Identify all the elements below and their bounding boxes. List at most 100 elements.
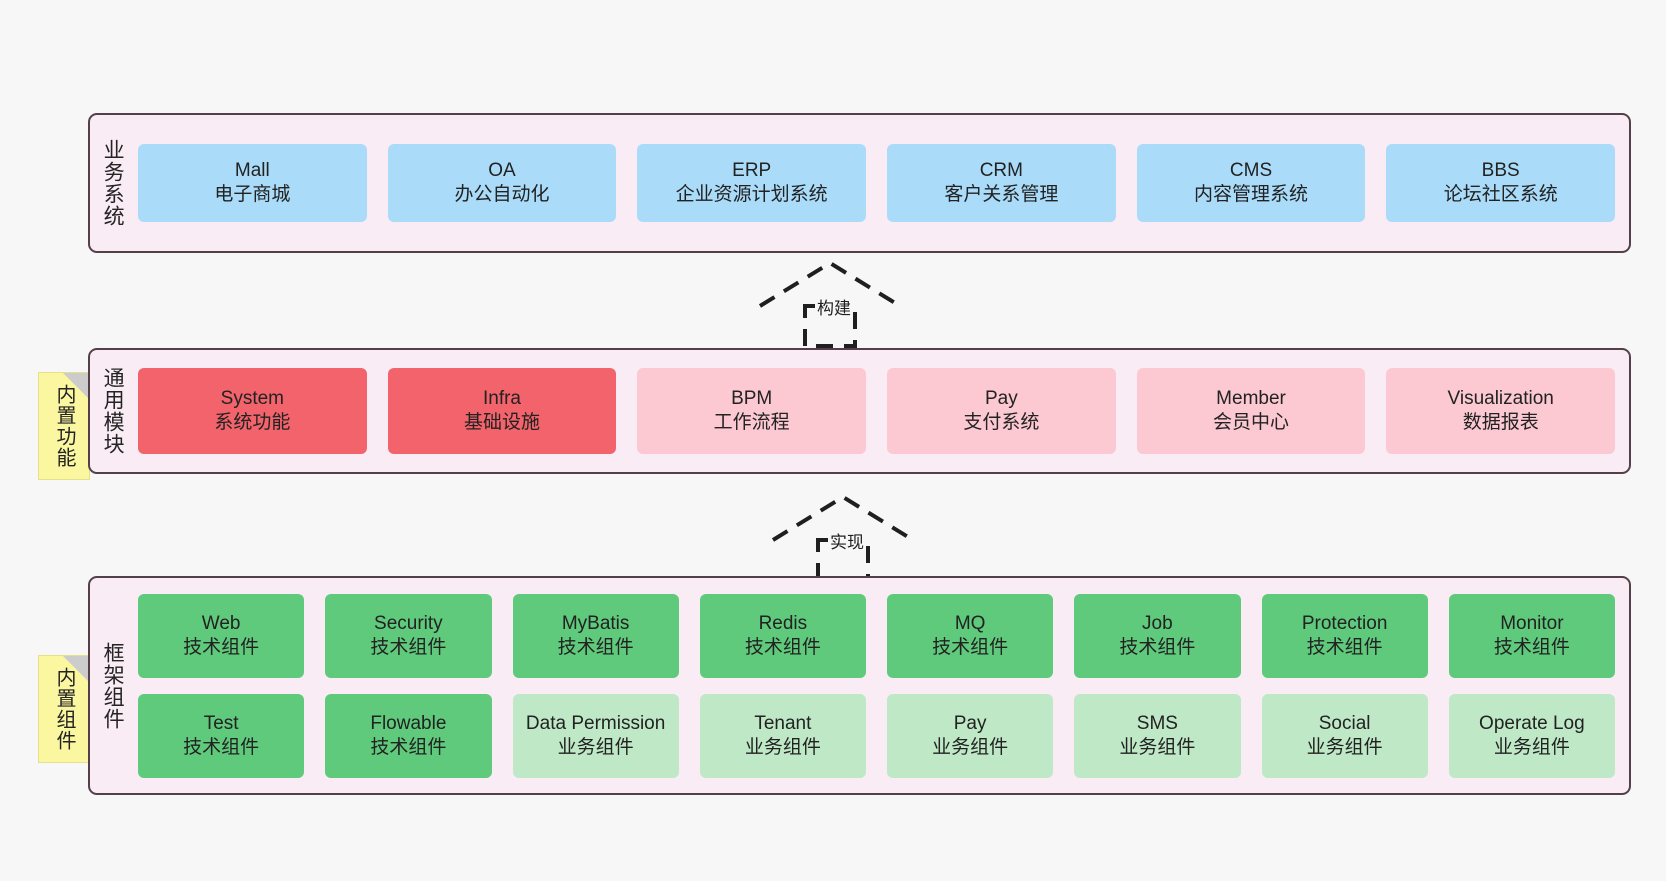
note-builtin-features: 内置功能: [38, 372, 90, 480]
card-sms-title: SMS: [1136, 712, 1178, 734]
card-flowable[interactable]: Flowable 技术组件: [325, 693, 492, 778]
card-social[interactable]: Social 业务组件: [1261, 693, 1428, 778]
card-tenant-subtitle: 业务组件: [744, 736, 821, 758]
card-social-title: Social: [1318, 712, 1371, 734]
card-security-title: Security: [374, 612, 443, 634]
card-visualization-title: Visualization: [1447, 388, 1554, 410]
card-sms-subtitle: 业务组件: [1119, 736, 1196, 758]
card-system[interactable]: System 系统功能: [138, 368, 367, 454]
card-bbs-title: BBS: [1481, 160, 1520, 182]
card-mq-subtitle: 技术组件: [932, 636, 1009, 658]
card-pay-component[interactable]: Pay 业务组件: [887, 693, 1054, 778]
card-erp-subtitle: 企业资源计划系统: [675, 184, 828, 205]
framework-tech-row: Web 技术组件 Security 技术组件 MyBatis 技术组件 Redi…: [138, 593, 1615, 678]
common-modules-row: System 系统功能 Infra 基础设施 BPM 工作流程 Pay 支付系统…: [138, 368, 1616, 454]
card-web-title: Web: [201, 612, 241, 634]
card-web-subtitle: 技术组件: [183, 636, 260, 658]
panel-business-systems: 业务系统 Mall 电子商城 OA 办公自动化 ERP 企业资源计划系统 CRM…: [88, 113, 1631, 253]
card-bbs-subtitle: 论坛社区系统: [1443, 184, 1558, 205]
card-oa[interactable]: OA 办公自动化: [387, 144, 617, 222]
panel-title-business-systems: 业务系统: [101, 139, 125, 227]
business-systems-row: Mall 电子商城 OA 办公自动化 ERP 企业资源计划系统 CRM 客户关系…: [138, 144, 1616, 222]
card-redis-title: Redis: [758, 612, 808, 634]
card-tenant[interactable]: Tenant 业务组件: [699, 693, 866, 778]
card-pay-module-title: Pay: [984, 388, 1018, 410]
card-cms-title: CMS: [1229, 160, 1273, 182]
arrow-implement-label: 实现: [828, 528, 866, 553]
card-mall-title: Mall: [234, 160, 270, 182]
card-monitor-title: Monitor: [1500, 612, 1564, 634]
card-bpm-title: BPM: [731, 388, 773, 410]
card-job-subtitle: 技术组件: [1119, 636, 1196, 658]
card-redis-subtitle: 技术组件: [744, 636, 821, 658]
card-erp[interactable]: ERP 企业资源计划系统: [637, 144, 867, 222]
card-bpm[interactable]: BPM 工作流程: [637, 368, 867, 454]
card-sms[interactable]: SMS 业务组件: [1074, 693, 1241, 778]
card-member-subtitle: 会员中心: [1213, 412, 1290, 433]
card-crm-subtitle: 客户关系管理: [944, 184, 1059, 205]
panel-body-common-modules: System 系统功能 Infra 基础设施 BPM 工作流程 Pay 支付系统…: [134, 350, 1629, 472]
panel-title-common-modules: 通用模块: [101, 367, 125, 455]
note-fold-corner-icon: [63, 656, 89, 682]
card-cms[interactable]: CMS 内容管理系统: [1136, 144, 1366, 222]
card-mybatis[interactable]: MyBatis 技术组件: [512, 593, 679, 678]
card-security-subtitle: 技术组件: [370, 636, 447, 658]
card-operate-log-subtitle: 业务组件: [1493, 736, 1570, 758]
card-test[interactable]: Test 技术组件: [138, 693, 305, 778]
card-protection-title: Protection: [1301, 612, 1388, 634]
card-monitor-subtitle: 技术组件: [1493, 636, 1570, 658]
panel-framework-components: 框架组件 Web 技术组件 Security 技术组件 MyBatis 技术组件…: [88, 576, 1631, 795]
card-flowable-title: Flowable: [370, 712, 447, 734]
note-builtin-features-label: 内置功能: [53, 384, 75, 468]
card-pay-component-subtitle: 业务组件: [932, 736, 1009, 758]
card-mall-subtitle: 电子商城: [214, 184, 291, 205]
card-pay-module-subtitle: 支付系统: [963, 412, 1040, 433]
card-oa-subtitle: 办公自动化: [454, 184, 550, 205]
card-data-permission-title: Data Permission: [525, 712, 666, 734]
card-erp-title: ERP: [732, 160, 772, 182]
card-mq[interactable]: MQ 技术组件: [887, 593, 1054, 678]
card-visualization-subtitle: 数据报表: [1462, 412, 1539, 433]
card-pay-module[interactable]: Pay 支付系统: [887, 368, 1116, 454]
card-redis[interactable]: Redis 技术组件: [699, 593, 866, 678]
card-system-subtitle: 系统功能: [214, 412, 291, 433]
card-data-permission[interactable]: Data Permission 业务组件: [512, 693, 679, 778]
arrow-build-label: 构建: [815, 294, 853, 319]
card-mall[interactable]: Mall 电子商城: [138, 144, 367, 222]
card-member-title: Member: [1216, 388, 1286, 410]
card-pay-component-title: Pay: [953, 712, 987, 734]
card-mybatis-subtitle: 技术组件: [557, 636, 634, 658]
card-monitor[interactable]: Monitor 技术组件: [1448, 593, 1615, 678]
card-job-title: Job: [1142, 612, 1173, 634]
card-cms-subtitle: 内容管理系统: [1194, 184, 1309, 205]
note-fold-corner-icon: [63, 373, 89, 399]
card-job[interactable]: Job 技术组件: [1074, 593, 1241, 678]
card-operate-log-title: Operate Log: [1479, 712, 1585, 734]
card-crm-title: CRM: [979, 160, 1023, 182]
panel-common-modules: 通用模块 System 系统功能 Infra 基础设施 BPM 工作流程 Pay…: [88, 348, 1631, 474]
card-security[interactable]: Security 技术组件: [325, 593, 492, 678]
card-member[interactable]: Member 会员中心: [1136, 368, 1366, 454]
card-visualization[interactable]: Visualization 数据报表: [1386, 368, 1616, 454]
card-protection[interactable]: Protection 技术组件: [1261, 593, 1428, 678]
card-test-subtitle: 技术组件: [183, 736, 260, 758]
card-data-permission-subtitle: 业务组件: [557, 736, 634, 758]
card-bbs[interactable]: BBS 论坛社区系统: [1386, 144, 1616, 222]
card-tenant-title: Tenant: [754, 712, 812, 734]
card-system-title: System: [220, 388, 285, 410]
note-builtin-components-label: 内置组件: [53, 667, 75, 751]
card-mybatis-title: MyBatis: [561, 612, 630, 634]
card-crm[interactable]: CRM 客户关系管理: [887, 144, 1116, 222]
note-builtin-components: 内置组件: [38, 655, 90, 763]
card-web[interactable]: Web 技术组件: [138, 593, 305, 678]
card-protection-subtitle: 技术组件: [1306, 636, 1383, 658]
card-bpm-subtitle: 工作流程: [713, 412, 790, 433]
framework-business-row: Test 技术组件 Flowable 技术组件 Data Permission …: [138, 693, 1615, 778]
card-mq-title: MQ: [954, 612, 986, 634]
card-infra-subtitle: 基础设施: [464, 412, 541, 433]
panel-title-framework-components: 框架组件: [101, 641, 125, 730]
card-infra[interactable]: Infra 基础设施: [387, 368, 617, 454]
card-flowable-subtitle: 技术组件: [370, 736, 447, 758]
card-operate-log[interactable]: Operate Log 业务组件: [1448, 693, 1615, 778]
